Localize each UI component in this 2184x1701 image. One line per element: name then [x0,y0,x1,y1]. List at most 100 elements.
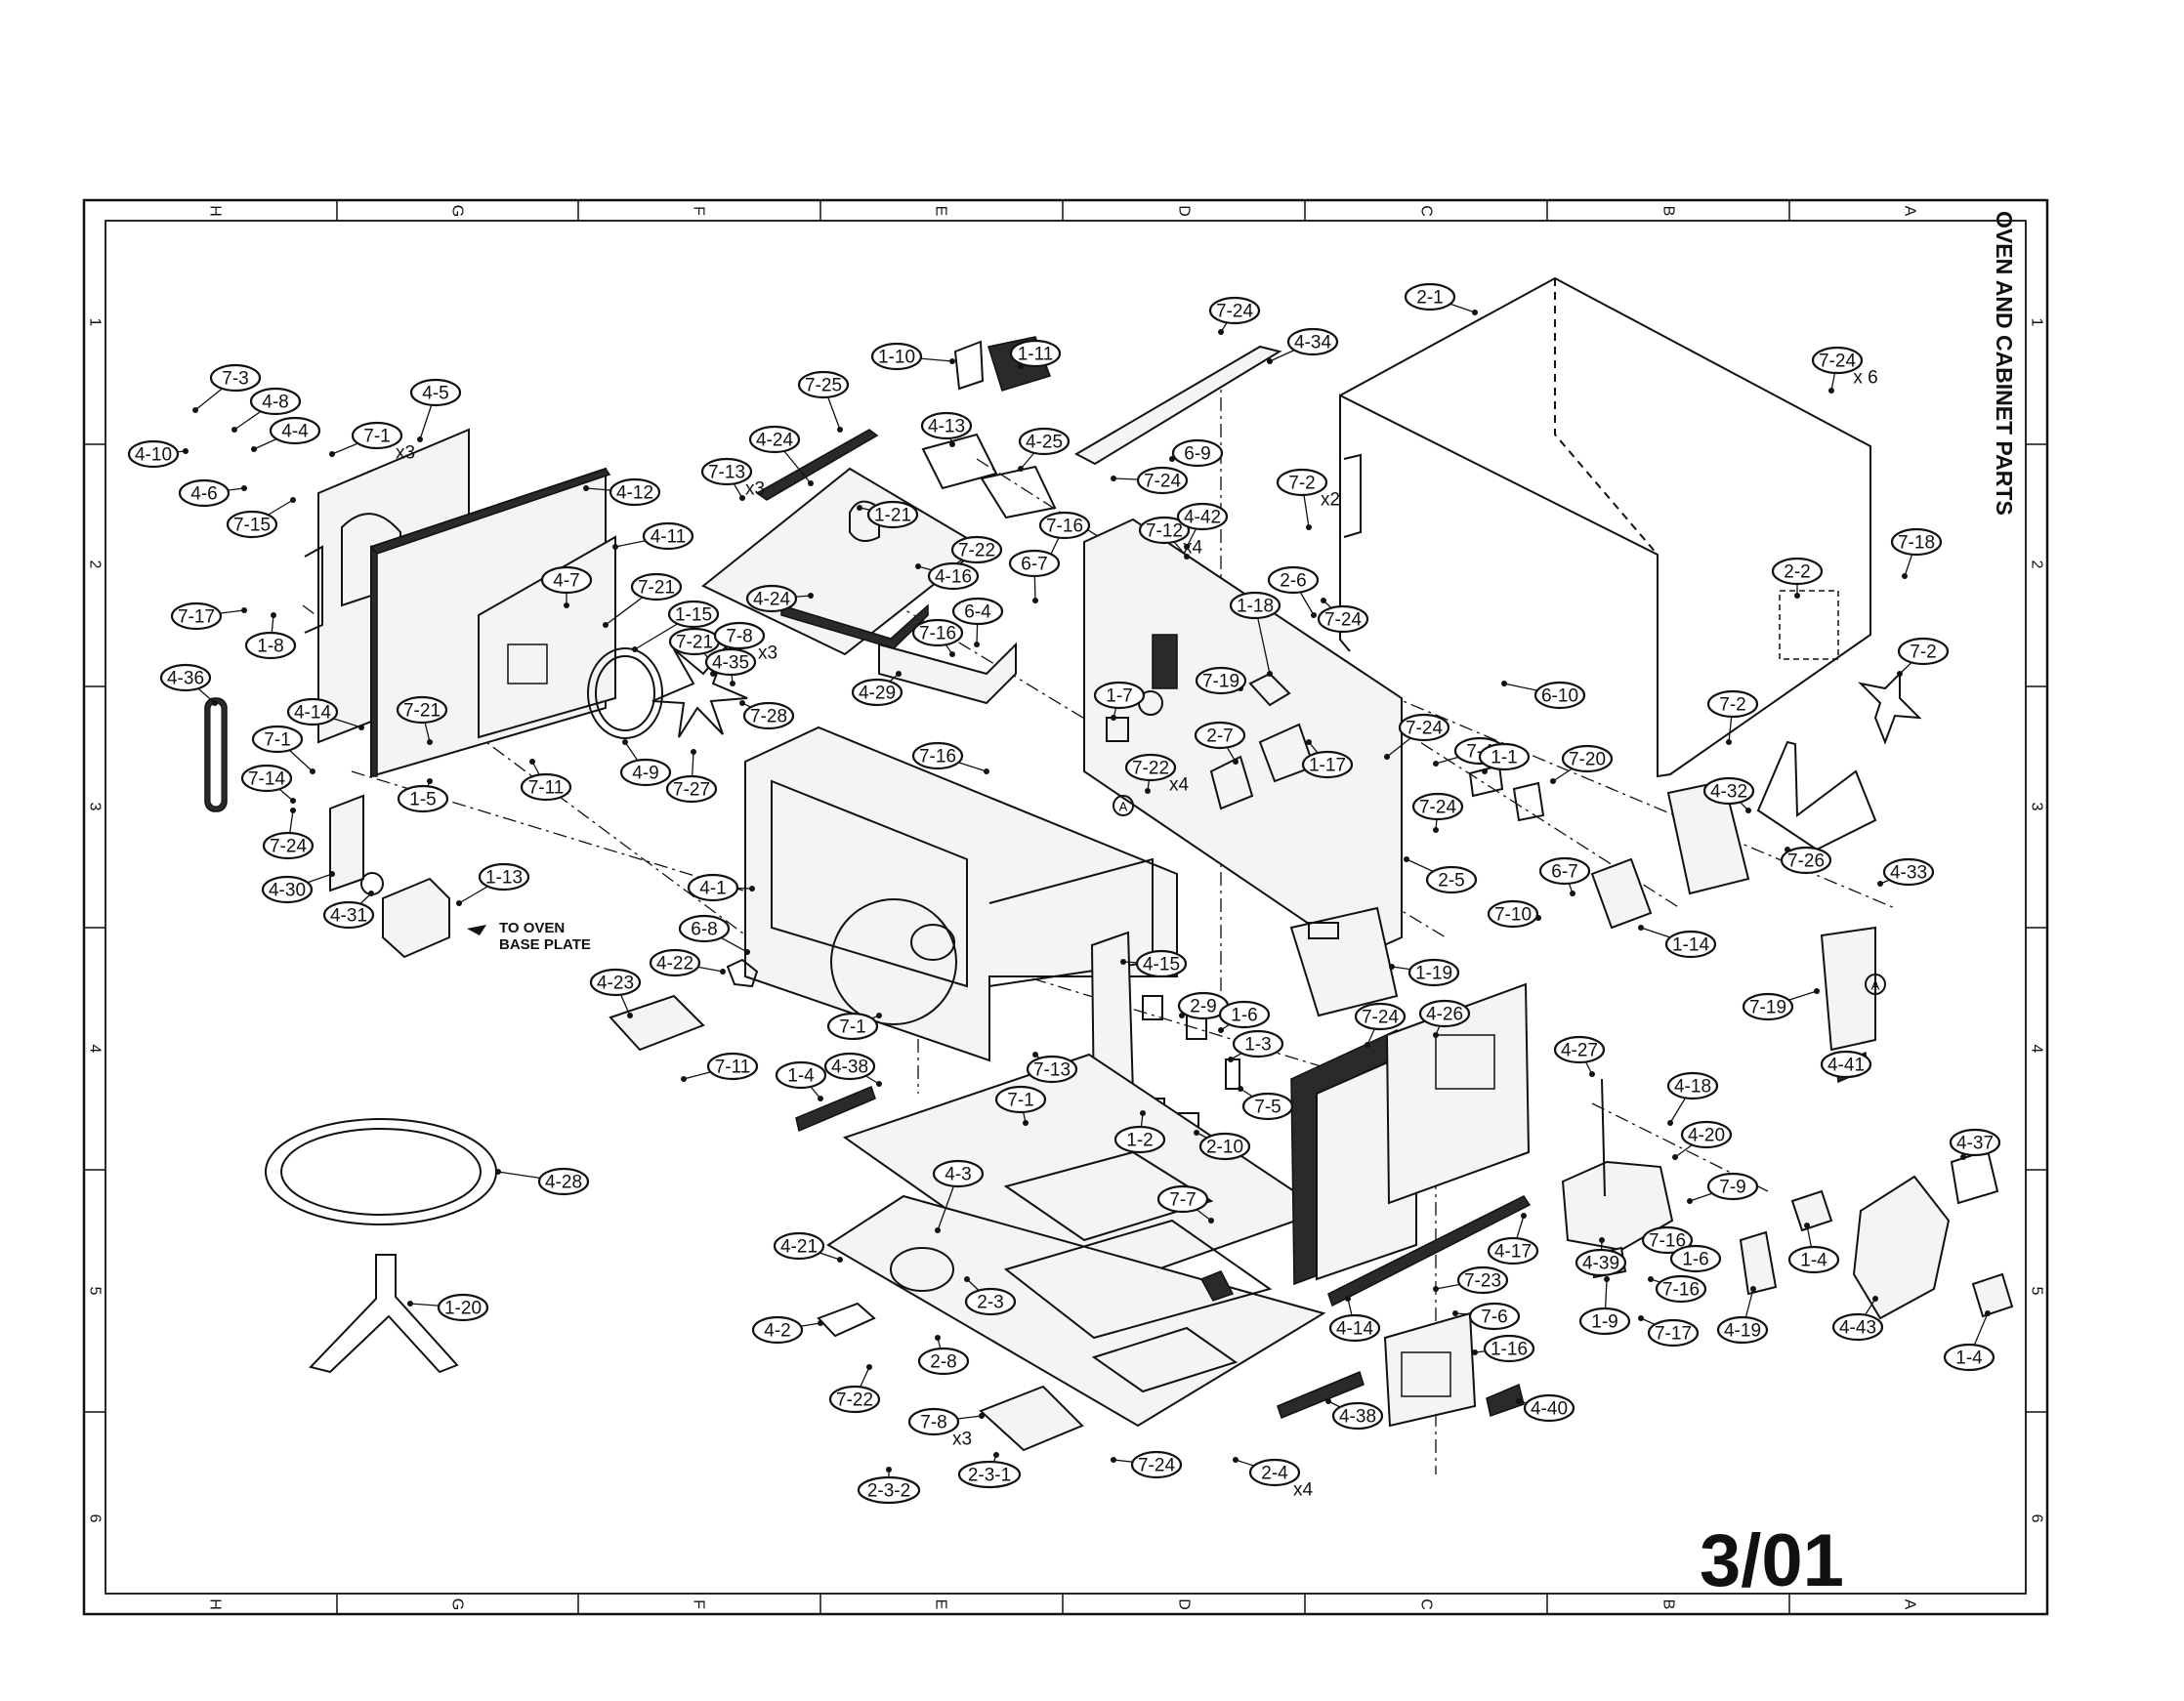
part-callout-7-15: 7-15 [226,510,278,539]
part-callout-1-8: 1-8 [244,631,297,660]
svg-text:4-32: 4-32 [1710,782,1747,803]
fastener-dot [183,448,189,454]
part-callout-7-26: 7-26 [1780,846,1832,875]
fastener-dot [1550,778,1556,784]
part-callout-4-16: 4-16 [927,561,980,591]
fastener-dot [1140,1110,1146,1116]
part-callout-4-24: 4-24 [748,425,801,454]
part-callout-6-10: 6-10 [1533,681,1586,710]
svg-text:1-14: 1-14 [1672,935,1709,956]
part-callout-2-5: 2-5 [1425,865,1478,894]
part-callout-7-11: 7-11 [520,772,572,802]
part-callout-7-16: 7-16 [911,741,964,770]
svg-text:7-11: 7-11 [715,1058,751,1078]
fastener-dot [1516,1398,1522,1404]
fastener-dot [231,427,237,433]
fastener-dot [456,900,462,906]
fastener-dot [1311,612,1317,618]
part-callout-1-9: 1-9 [1578,1307,1631,1336]
part-callout-7-7: 7-7 [1156,1184,1209,1214]
part-callout-7-13: 7-13 [1026,1055,1078,1084]
fastener-dot [622,739,628,745]
part-callout-7-24: 7-24 [1411,792,1464,821]
fastener-dot [1433,761,1439,767]
part-callout-4-20: 4-20 [1680,1120,1733,1149]
svg-text:7-7: 7-7 [1169,1190,1196,1211]
part-callout-7-23: 7-23 [1456,1265,1509,1295]
part-callout-4-42: 4-42 [1176,502,1229,531]
part-callout-4-24: 4-24 [745,584,798,613]
svg-text:1-18: 1-18 [1237,597,1274,617]
svg-text:1-15: 1-15 [675,605,712,626]
svg-text:4-13: 4-13 [928,417,965,437]
fastener-dot [529,759,535,765]
part-callout-7-24: 7-24 [1317,604,1369,634]
part-callout-7-28: 7-28 [742,701,795,730]
grid-column-label: H [207,1598,224,1610]
svg-text:1-4: 1-4 [787,1066,815,1087]
svg-text:7-3: 7-3 [222,369,248,390]
part-callout-4-41: 4-41 [1820,1050,1872,1079]
svg-text:4-25: 4-25 [1026,433,1063,453]
part-callout-2-1: 2-1 [1404,282,1456,311]
svg-text:7-16: 7-16 [1662,1280,1700,1301]
svg-text:1-4: 1-4 [1955,1348,1983,1369]
part-callout-7-20: 7-20 [1561,744,1614,773]
svg-text:4-21: 4-21 [780,1237,818,1258]
svg-text:6-7: 6-7 [1021,555,1047,575]
svg-text:1-8: 1-8 [257,637,283,657]
svg-text:4-24: 4-24 [753,590,790,610]
fastener-dot [407,1301,413,1307]
fastener-dot [1233,759,1239,765]
svg-text:7-23: 7-23 [1464,1271,1501,1292]
fastener-dot [691,749,696,755]
fastener-dot [739,495,745,501]
svg-text:4-37: 4-37 [1956,1134,1994,1154]
part-callout-1-19: 1-19 [1407,958,1460,987]
part-callout-4-31: 4-31 [322,900,375,930]
fastener-dot [1750,1286,1756,1292]
part-callout-7-25: 7-25 [797,370,850,399]
svg-text:1-6: 1-6 [1682,1250,1708,1270]
svg-text:7-8: 7-8 [920,1413,946,1433]
svg-text:7-21: 7-21 [403,701,441,722]
svg-text:7-13: 7-13 [1033,1060,1071,1081]
part-callout-4-5: 4-5 [409,378,462,407]
fastener-dot [681,1076,687,1082]
part-callout-1-21: 1-21 [866,500,919,529]
svg-text:7-24: 7-24 [1216,302,1253,322]
fastener-dot [627,1013,633,1018]
quantity-label: x3 [396,443,415,464]
svg-text:1-5: 1-5 [409,790,436,810]
svg-text:4-33: 4-33 [1890,863,1927,884]
fastener-dot [1648,1276,1654,1282]
svg-text:7-18: 7-18 [1898,533,1935,554]
fastener-dot [1389,964,1395,970]
svg-text:4-27: 4-27 [1561,1041,1598,1061]
svg-text:6-9: 6-9 [1184,444,1210,465]
part-callout-4-7: 4-7 [540,565,593,595]
part-callout-1-18: 1-18 [1229,591,1281,620]
svg-text:4-31: 4-31 [330,906,367,927]
note-arrow [467,925,486,935]
reference-marker-a: A [1871,978,1880,993]
part-callout-1-13: 1-13 [478,862,530,892]
part-callout-4-29: 4-29 [851,678,903,707]
part-callout-1-4: 1-4 [775,1060,827,1090]
grid-column-label: G [449,205,466,217]
grid-row-label: 1 [2029,318,2045,327]
part-callout-6-7: 6-7 [1538,856,1591,886]
part-callout-4-35: 4-35 [704,647,757,677]
part-callout-7-2: 7-2 [1897,637,1950,666]
svg-text:4-19: 4-19 [1724,1321,1761,1342]
quantity-label: x4 [1183,538,1203,559]
note-line-2: BASE PLATE [499,936,591,953]
svg-text:4-12: 4-12 [616,483,653,504]
part-callout-2-4: 2-4x4 [1248,1458,1313,1501]
quantity-label: x3 [758,643,777,664]
part-callout-4-8: 4-8 [249,387,302,416]
svg-text:4-38: 4-38 [1339,1407,1376,1428]
part-callout-7-1: 7-1 [994,1085,1047,1114]
svg-text:1-6: 1-6 [1231,1006,1257,1026]
svg-text:7-6: 7-6 [1481,1307,1507,1328]
